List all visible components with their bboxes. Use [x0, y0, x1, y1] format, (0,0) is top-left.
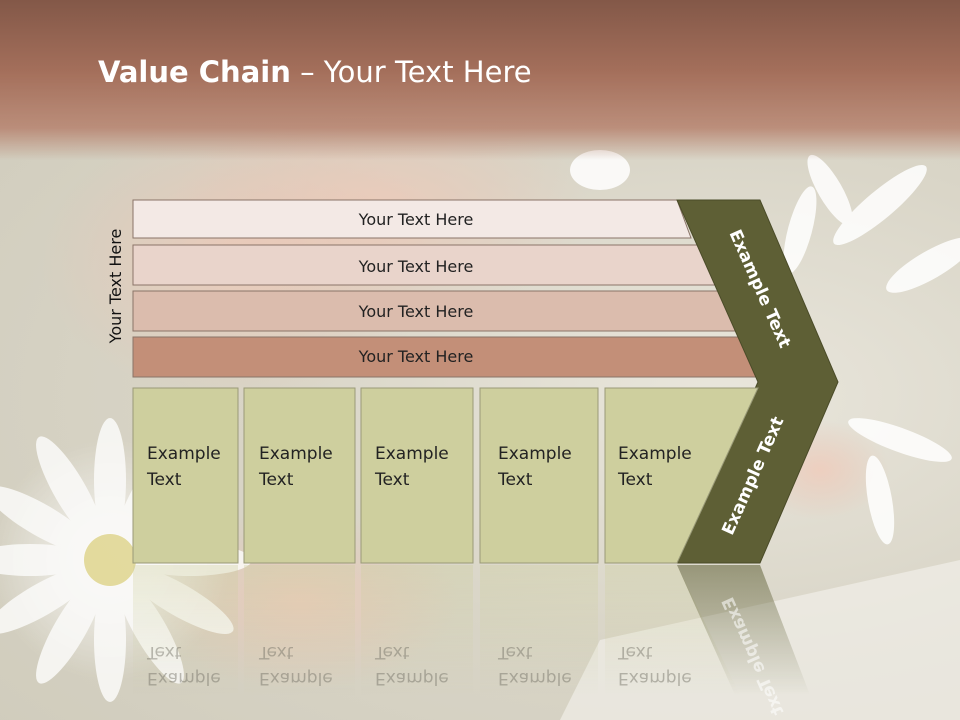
- box-3-shape: [360, 387, 474, 564]
- bar-2[interactable]: Your Text Here: [132, 244, 717, 286]
- box-4-line1: Example: [498, 444, 572, 464]
- bar-1[interactable]: Your Text Here: [132, 199, 692, 239]
- box-5-shape: [604, 387, 759, 564]
- reflection: Example Text Example Text Example Text E…: [133, 565, 810, 718]
- box-5-line2-reflection: Text: [617, 642, 653, 662]
- box-4-shape: [479, 387, 599, 564]
- bar-3[interactable]: Your Text Here: [132, 290, 740, 332]
- box-2-line1: Example: [259, 444, 333, 464]
- box-1-line2-reflection: Text: [146, 642, 182, 662]
- box-1-shape: [132, 387, 239, 564]
- bar-3-label: Your Text Here: [358, 302, 474, 321]
- box-2-line2: Text: [258, 470, 294, 490]
- box-5-line1: Example: [618, 444, 692, 464]
- box-5[interactable]: Example Text: [604, 387, 759, 564]
- box-1-line1: Example: [147, 444, 221, 464]
- box-2[interactable]: Example Text: [243, 387, 356, 564]
- box-3[interactable]: Example Text: [360, 387, 474, 564]
- box-4-line2-reflection: Text: [497, 642, 533, 662]
- box-2-line2-reflection: Text: [258, 642, 294, 662]
- box-1-line1-reflection: Example: [147, 668, 221, 688]
- slide-title: Value Chain – Your Text Here: [98, 55, 532, 89]
- header-band: [0, 0, 960, 160]
- bar-4-label: Your Text Here: [358, 347, 474, 366]
- box-3-line1-reflection: Example: [375, 668, 449, 688]
- box-1[interactable]: Example Text: [132, 387, 239, 564]
- box-5-line2: Text: [617, 470, 653, 490]
- bar-1-shape: [132, 199, 692, 239]
- box-2-line1-reflection: Example: [259, 668, 333, 688]
- box-2-shape: [243, 387, 356, 564]
- box-3-line1: Example: [375, 444, 449, 464]
- title-rest: – Your Text Here: [290, 55, 532, 89]
- title-bold: Value Chain: [98, 55, 291, 89]
- box-5-line1-reflection: Example: [618, 668, 692, 688]
- box-4-line2: Text: [497, 470, 533, 490]
- bar-4[interactable]: Your Text Here: [132, 336, 764, 378]
- box-4-line1-reflection: Example: [498, 668, 572, 688]
- chevron-shape[interactable]: [676, 199, 839, 564]
- box-3-line2: Text: [374, 470, 410, 490]
- bar-2-label: Your Text Here: [358, 257, 474, 276]
- box-3-line2-reflection: Text: [374, 642, 410, 662]
- box-1-line2: Text: [146, 470, 182, 490]
- box-4[interactable]: Example Text: [479, 387, 599, 564]
- bar-1-label: Your Text Here: [358, 210, 474, 229]
- petals: [570, 150, 960, 545]
